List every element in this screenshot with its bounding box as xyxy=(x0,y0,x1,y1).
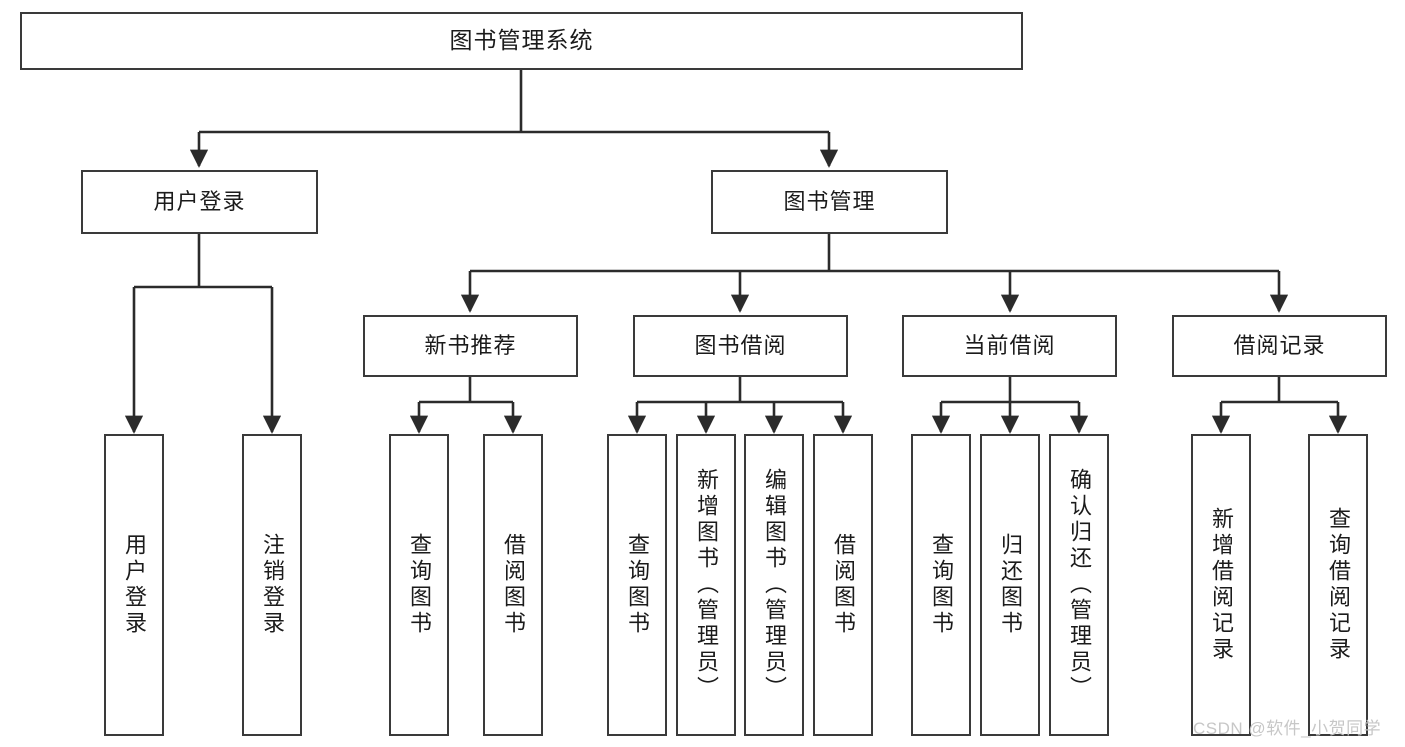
leaf-record-add-record[interactable]: 新增借阅记录 xyxy=(1191,434,1251,736)
node-new-book-recommend[interactable]: 新书推荐 xyxy=(363,315,578,377)
node-book-borrow[interactable]: 图书借阅 xyxy=(633,315,848,377)
leaf-current-query-book[interactable]: 查询图书 xyxy=(911,434,971,736)
leaf-user-login-logout[interactable]: 注销登录 xyxy=(242,434,302,736)
node-book-management[interactable]: 图书管理 xyxy=(711,170,948,234)
node-root-system[interactable]: 图书管理系统 xyxy=(20,12,1023,70)
leaf-record-query-record[interactable]: 查询借阅记录 xyxy=(1308,434,1368,736)
leaf-recommend-query-book[interactable]: 查询图书 xyxy=(389,434,449,736)
leaf-borrow-add-book-admin[interactable]: 新增图书（管理员） xyxy=(676,434,736,736)
leaf-current-confirm-return-admin[interactable]: 确认归还（管理员） xyxy=(1049,434,1109,736)
node-borrow-record[interactable]: 借阅记录 xyxy=(1172,315,1387,377)
leaf-recommend-borrow-book[interactable]: 借阅图书 xyxy=(483,434,543,736)
csdn-watermark: CSDN @软件_小贺同学 xyxy=(1193,719,1382,738)
leaf-borrow-edit-book-admin[interactable]: 编辑图书（管理员） xyxy=(744,434,804,736)
leaf-borrow-query-book[interactable]: 查询图书 xyxy=(607,434,667,736)
leaf-current-return-book[interactable]: 归还图书 xyxy=(980,434,1040,736)
leaf-user-login-login[interactable]: 用户登录 xyxy=(104,434,164,736)
node-user-login[interactable]: 用户登录 xyxy=(81,170,318,234)
leaf-borrow-borrow-book[interactable]: 借阅图书 xyxy=(813,434,873,736)
node-current-borrow[interactable]: 当前借阅 xyxy=(902,315,1117,377)
